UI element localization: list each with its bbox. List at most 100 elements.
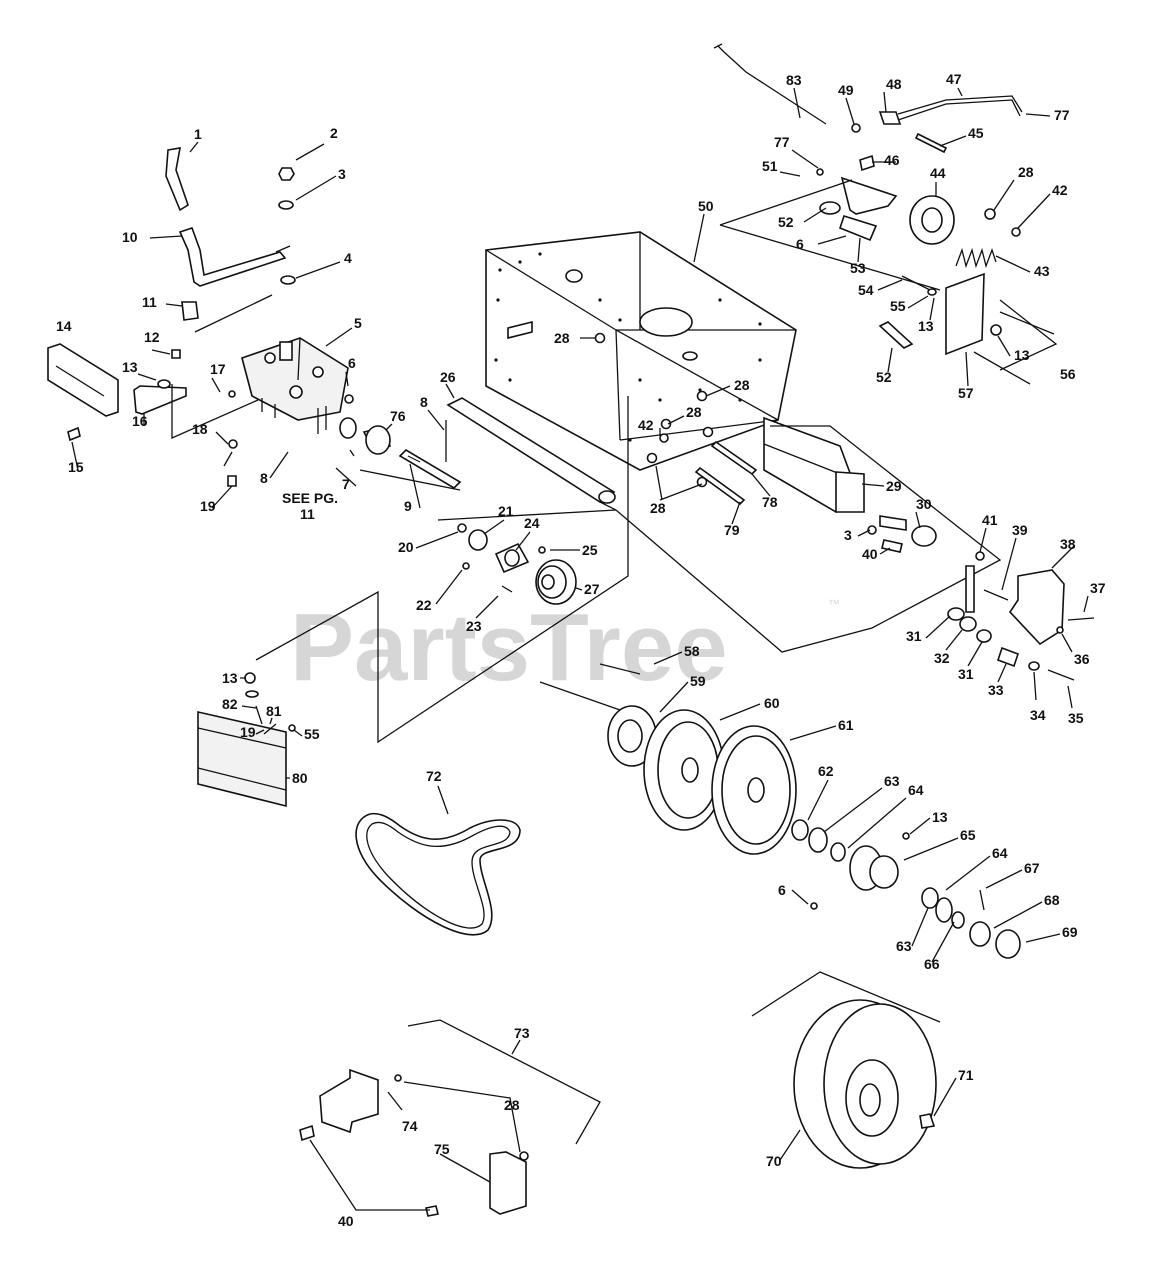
callout-36: 36 — [1074, 651, 1090, 667]
callout-8: 8 — [420, 394, 428, 410]
callout-55: 55 — [890, 298, 906, 314]
callout-33: 33 — [988, 682, 1004, 698]
callout-1: 1 — [194, 126, 202, 142]
part-80-shield — [197, 672, 296, 808]
part-39-41-brake-arm — [965, 551, 1009, 613]
callout-52b: 52 — [876, 369, 892, 385]
callout-18: 18 — [192, 421, 208, 437]
part-30-bushing — [867, 515, 937, 553]
callout-48: 48 — [886, 76, 902, 92]
callout-16: 16 — [132, 413, 148, 429]
callout-29: 29 — [886, 478, 902, 494]
frame-holes — [494, 252, 762, 442]
part-16-bracket — [133, 385, 187, 415]
callout-20: 20 — [398, 539, 414, 555]
callout-73: 73 — [514, 1025, 530, 1041]
callout-30: 30 — [916, 496, 932, 512]
callout-56: 56 — [1060, 366, 1076, 382]
callout-26: 26 — [440, 369, 456, 385]
callout-77: 77 — [1054, 107, 1070, 123]
part-20-21-24-bearing — [457, 523, 530, 593]
callout-4: 4 — [344, 250, 352, 266]
part-62-63-64-bearings — [791, 819, 846, 862]
callout-70: 70 — [766, 1153, 782, 1169]
callout-40: 40 — [862, 546, 878, 562]
callout-64b: 64 — [992, 845, 1008, 861]
callout-31: 31 — [906, 628, 922, 644]
callout-5: 5 — [354, 315, 362, 331]
callout-28f: 28 — [504, 1097, 520, 1113]
part-78-79-bolts — [694, 440, 758, 506]
part-1-handle-grip — [165, 147, 189, 212]
callout-83: 83 — [786, 72, 802, 88]
callout-51: 51 — [762, 158, 778, 174]
see-page-note-line2: 11 — [300, 506, 315, 522]
callout-41: 41 — [982, 512, 998, 528]
leader-lines-bottom-left — [309, 1019, 601, 1211]
part-44-idler-pulley — [909, 195, 1021, 245]
callout-34: 34 — [1030, 707, 1046, 723]
part-10-shift-lever — [178, 226, 291, 287]
callout-42b: 42 — [638, 417, 654, 433]
callout-3: 3 — [338, 166, 346, 182]
callout-57: 57 — [958, 385, 974, 401]
callout-13e: 13 — [222, 670, 238, 686]
callout-39: 39 — [1012, 522, 1028, 538]
callout-3b: 3 — [844, 527, 852, 543]
callout-44: 44 — [930, 165, 946, 181]
callout-13b: 13 — [918, 318, 934, 334]
bracket-hardware — [299, 1074, 529, 1217]
callout-40b: 40 — [338, 1213, 354, 1229]
part-59-hub — [607, 705, 657, 767]
callout-7: 7 — [342, 476, 350, 492]
callout-53: 53 — [850, 260, 866, 276]
callout-63: 63 — [884, 773, 900, 789]
part-52-spacer-right — [878, 321, 914, 349]
callout-38: 38 — [1060, 536, 1076, 552]
callout-leader-ticks — [71, 87, 1089, 1161]
callout-22: 22 — [416, 597, 432, 613]
callout-47: 47 — [946, 71, 962, 87]
part-48-46-49-small-parts — [851, 111, 948, 172]
callout-24: 24 — [524, 515, 540, 531]
callout-23: 23 — [466, 618, 482, 634]
callout-19: 19 — [200, 498, 216, 514]
callout-21: 21 — [498, 503, 514, 519]
part-51-53-idler-arm — [816, 168, 898, 242]
callout-72: 72 — [426, 768, 442, 784]
callout-82: 82 — [222, 696, 238, 712]
leader-lines-center — [255, 396, 629, 744]
callout-13c: 13 — [1014, 347, 1030, 363]
callout-6c: 6 — [778, 882, 786, 898]
callout-37: 37 — [1090, 580, 1106, 596]
leader-lines-top-right — [719, 179, 1058, 371]
callout-6: 6 — [348, 355, 356, 371]
part-50-frame — [485, 231, 797, 471]
callout-63b: 63 — [896, 938, 912, 954]
callout-52: 52 — [778, 214, 794, 230]
callout-9: 9 — [404, 498, 412, 514]
callout-labels: 1 2 3 10 4 11 5 14 12 13 16 15 17 18 19 … — [56, 71, 1106, 1229]
callout-78: 78 — [762, 494, 778, 510]
part-60-large-pulley — [643, 709, 725, 831]
callout-6b: 6 — [796, 236, 804, 252]
part-54-55-bolt — [901, 275, 937, 296]
callout-77b: 77 — [774, 134, 790, 150]
part-31-32-33-spacers — [947, 607, 1095, 681]
part-70-tire — [751, 971, 941, 1169]
callout-28e: 28 — [650, 500, 666, 516]
callout-66: 66 — [924, 956, 940, 972]
leader-lines-left — [171, 294, 461, 491]
part-43-spring — [955, 247, 997, 269]
callout-80: 80 — [292, 770, 308, 786]
callout-76: 76 — [390, 408, 406, 424]
callout-49: 49 — [838, 82, 854, 98]
callout-25: 25 — [582, 542, 598, 558]
callout-28b: 28 — [554, 330, 570, 346]
callout-55b: 55 — [304, 726, 320, 742]
part-29-axle-housing — [763, 416, 865, 513]
callout-65: 65 — [960, 827, 976, 843]
part-63-64-66-outer-bearings — [921, 887, 965, 929]
callout-81: 81 — [266, 703, 282, 719]
callout-60: 60 — [764, 695, 780, 711]
